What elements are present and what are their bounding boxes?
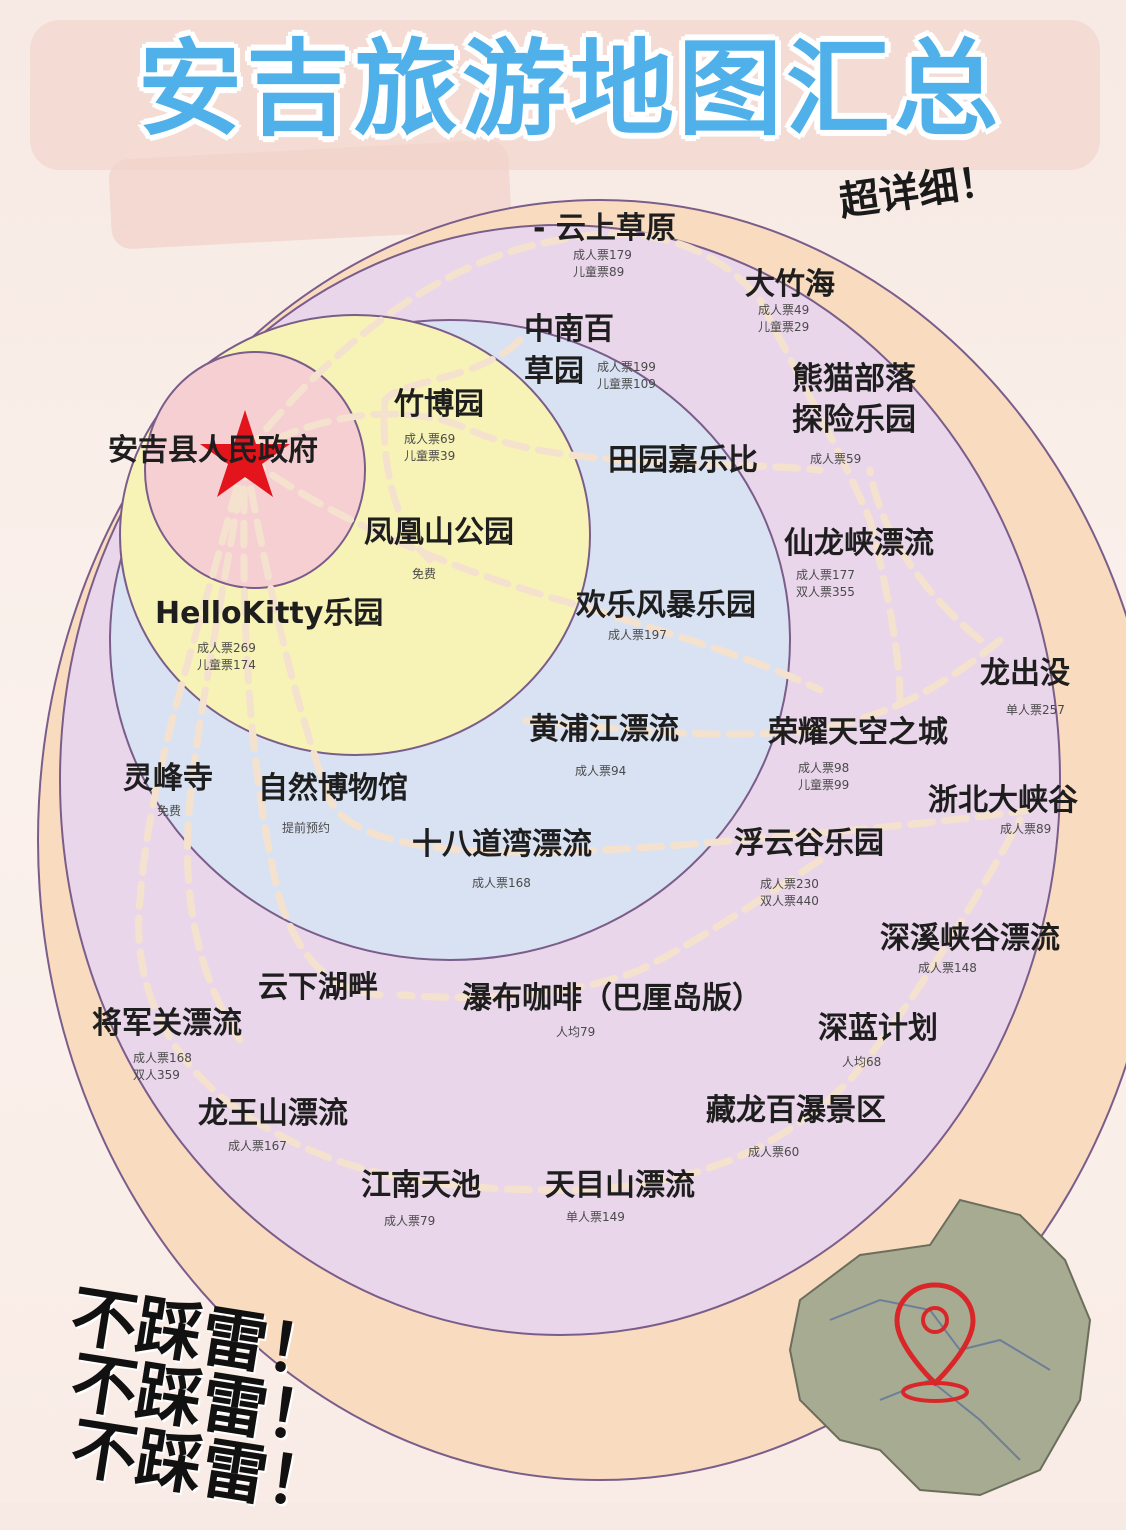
place-name-longchumo: 龙出没 bbox=[980, 656, 1070, 691]
place-name-tianmu: 天目山漂流 bbox=[545, 1168, 695, 1203]
price-huangpu: 成人票94 bbox=[575, 764, 627, 778]
place-name-lingfeng: 灵峰寺 bbox=[123, 761, 213, 796]
place-name-xianlong: 仙龙峡漂流 bbox=[784, 526, 934, 561]
route-line bbox=[241, 451, 824, 694]
route-line bbox=[135, 451, 1024, 1194]
inset-map bbox=[788, 1198, 1092, 1497]
route-line bbox=[396, 856, 824, 1001]
price-lingfeng: 免费 bbox=[157, 804, 182, 818]
place-name-dazhuhai: 大竹海 bbox=[745, 267, 835, 302]
place-name-xiongmao-2: 探险乐园 bbox=[792, 402, 916, 438]
place-name-hellokitty: HelloKitty乐园 bbox=[155, 596, 384, 631]
route-line bbox=[756, 296, 904, 704]
place-name-zhongnan-1: 中南百 bbox=[524, 312, 614, 347]
place-name-pubu: 瀑布咖啡（巴厘岛版） bbox=[462, 981, 762, 1016]
route-line bbox=[241, 230, 764, 459]
place-name-zhebei: 浙北大峡谷 bbox=[928, 783, 1078, 818]
place-name-jiangjun: 将军关漂流 bbox=[92, 1006, 242, 1041]
place-name-shenlan: 深蓝计划 bbox=[818, 1011, 938, 1046]
price-xiongmao: 成人票59 bbox=[810, 452, 862, 466]
place-name-huanle: 欢乐风暴乐园 bbox=[576, 588, 756, 623]
place-name-yunshang: - 云上草原 bbox=[533, 211, 676, 246]
route-line bbox=[241, 451, 1034, 856]
location-pin-icon bbox=[894, 1282, 976, 1403]
place-name-rongyao: 荣耀天空之城 bbox=[768, 715, 948, 750]
route-line bbox=[240, 451, 384, 999]
price-shiba: 成人票168 bbox=[472, 876, 531, 890]
price-fenghuang: 免费 bbox=[412, 567, 437, 581]
price-ziran: 提前预约 bbox=[282, 821, 331, 835]
price-longchumo: 单人票257 bbox=[1006, 703, 1065, 717]
place-name-xiongmao-1: 熊猫部落 bbox=[792, 361, 916, 397]
place-name-canglong: 藏龙百瀑景区 bbox=[706, 1093, 886, 1128]
route-line bbox=[241, 410, 824, 474]
price-longwang: 成人票167 bbox=[228, 1139, 287, 1153]
center-label: 安吉县人民政府 bbox=[108, 433, 318, 468]
title-banner bbox=[30, 20, 1100, 170]
price-shenxi: 成人票148 bbox=[918, 961, 977, 975]
place-name-zhongnan-2: 草园 bbox=[524, 354, 584, 389]
price-canglong: 成人票60 bbox=[748, 1145, 800, 1159]
place-name-yunxia: 云下湖畔 bbox=[258, 970, 378, 1005]
price-shenlan: 人均68 bbox=[842, 1055, 882, 1069]
price-pubu: 人均79 bbox=[556, 1025, 596, 1039]
place-name-jiangnan: 江南天池 bbox=[361, 1168, 481, 1203]
place-name-huangpu: 黄浦江漂流 bbox=[529, 712, 679, 747]
page-title: 安吉旅游地图汇总 bbox=[137, 28, 1002, 150]
banner-tape bbox=[108, 140, 512, 249]
place-name-fenghuang: 凤凰山公园 bbox=[364, 515, 514, 550]
route-line bbox=[516, 636, 1004, 738]
route-line bbox=[380, 336, 524, 564]
place-name-shenxi: 深溪峡谷漂流 bbox=[880, 921, 1060, 956]
price-jiangnan: 成人票79 bbox=[384, 1214, 436, 1228]
place-name-ziran: 自然博物馆 bbox=[258, 771, 408, 806]
place-name-tianyuan: 田园嘉乐比 bbox=[608, 443, 758, 478]
route-lines bbox=[135, 230, 1034, 1194]
place-name-shiba: 十八道湾漂流 bbox=[412, 827, 592, 862]
place-name-zhubo: 竹博园 bbox=[394, 387, 484, 422]
route-line bbox=[183, 451, 249, 1044]
price-zhebei: 成人票89 bbox=[1000, 822, 1052, 836]
star-icon bbox=[200, 410, 290, 497]
place-name-longwang: 龙王山漂流 bbox=[198, 1096, 348, 1131]
place-name-fuyun: 浮云谷乐园 bbox=[734, 826, 884, 861]
route-line bbox=[866, 466, 984, 644]
price-huanle: 成人票197 bbox=[608, 628, 667, 642]
price-tianmu: 单人票149 bbox=[566, 1210, 625, 1224]
